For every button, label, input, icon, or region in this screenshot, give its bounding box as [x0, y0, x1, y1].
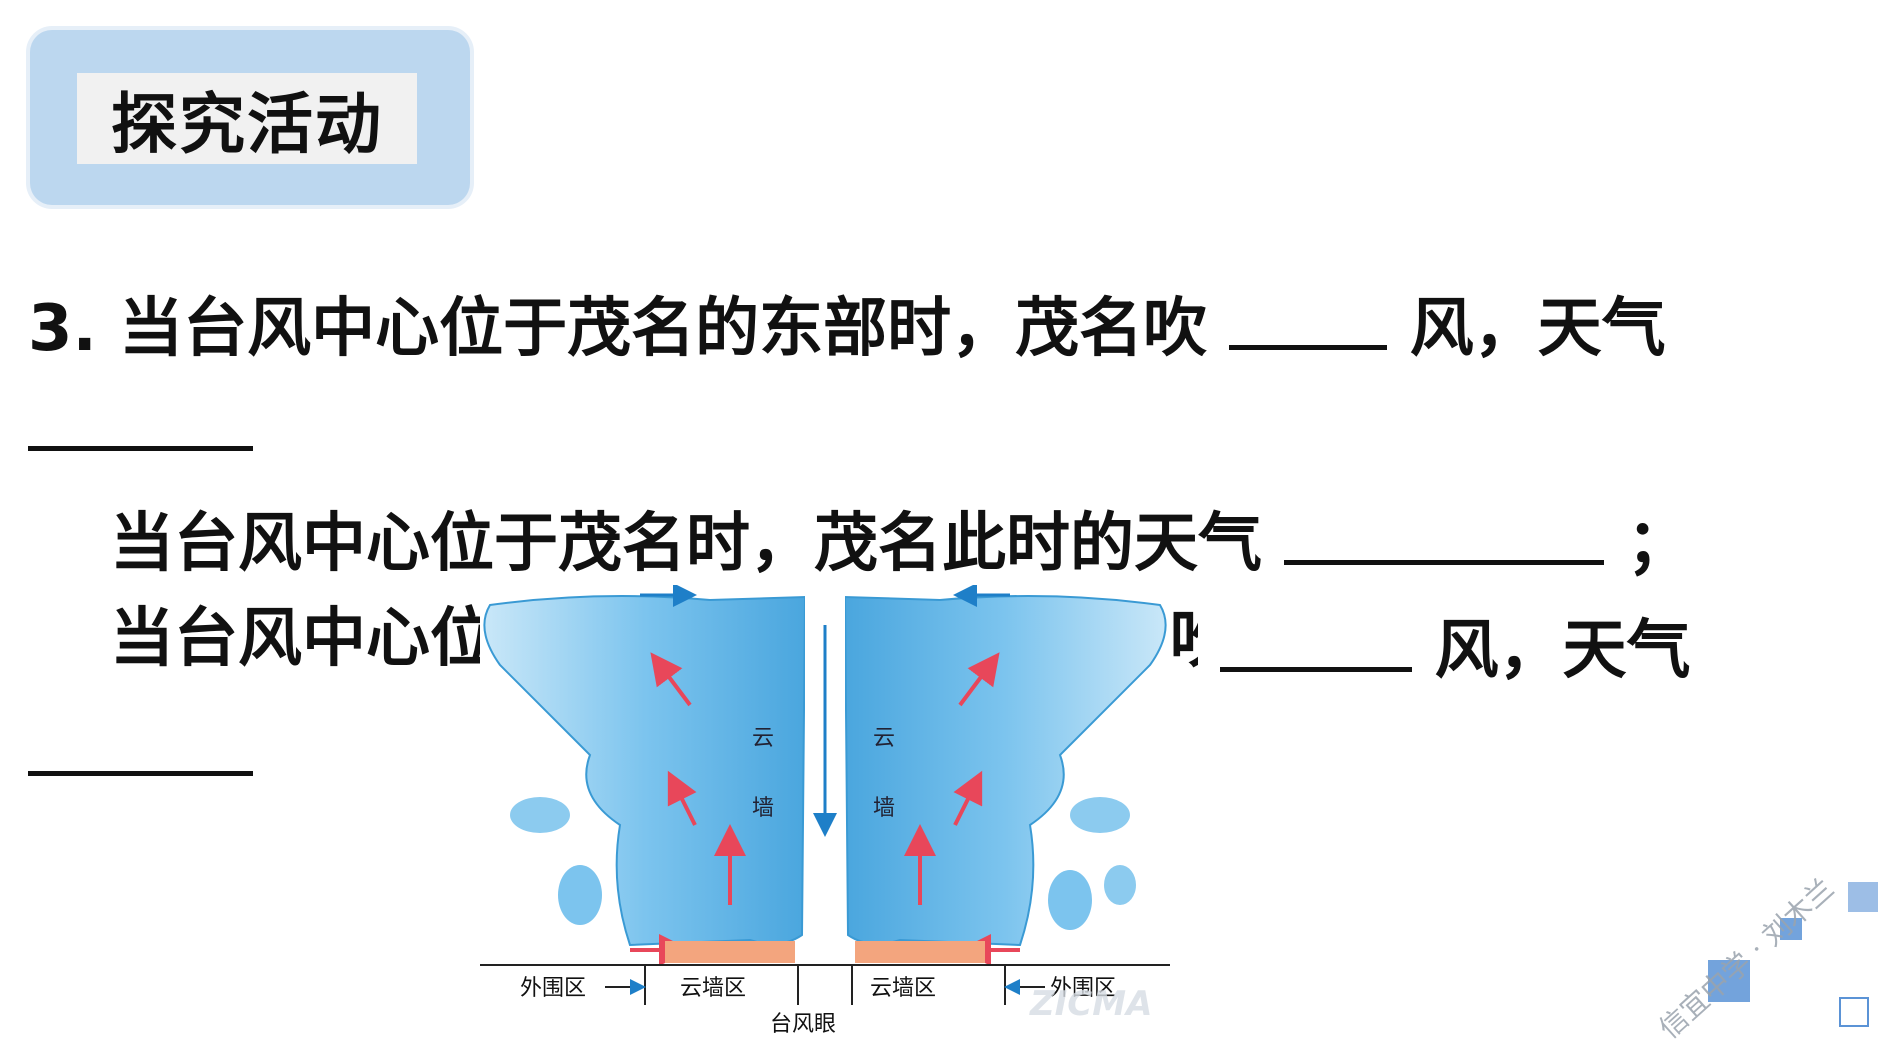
left-cloud-wall — [483, 595, 807, 947]
question-line-2-text: 当台风中心位于茂名时，茂名此时的天气 — [110, 507, 1262, 581]
base-strip-left — [665, 941, 795, 963]
question-line-3-partial: 吹 — [1170, 608, 1198, 672]
question-line-2-tail: ； — [1626, 507, 1691, 581]
answer-blank-4[interactable] — [1220, 607, 1413, 672]
typhoon-diagram: 云 墙 云 墙 外围区 云墙区 云墙区 外围区 台风眼 ZICMA — [480, 583, 1170, 1040]
answer-blank-3[interactable] — [1284, 500, 1605, 565]
watermark-square-small — [1780, 918, 1802, 940]
header-badge: 探究活动 — [30, 30, 470, 205]
zone-wall-left: 云墙区 — [680, 976, 746, 1001]
outer-cloud — [558, 865, 602, 925]
outer-cloud — [510, 797, 570, 833]
label-wall-left: 墙 — [752, 796, 774, 821]
outer-cloud — [1070, 797, 1130, 833]
page-title: 探究活动 — [111, 85, 383, 163]
question-line-1-text: 3. 当台风中心位于茂名的东部时，茂名吹 — [28, 292, 1208, 366]
question-line-3-right: 吹 风，天气 — [1170, 607, 1691, 683]
label-wall-right: 墙 — [873, 796, 895, 821]
answer-blank-1[interactable] — [1229, 285, 1388, 350]
question-line-1: 3. 当台风中心位于茂名的东部时，茂名吹 风，天气 — [28, 285, 1666, 361]
question-line-3: 当台风中心位 — [110, 607, 494, 671]
question-line-3-text: 当台风中心位 — [110, 602, 494, 676]
zone-outer-left: 外围区 — [520, 976, 586, 1001]
zone-eye: 台风眼 — [770, 1012, 836, 1037]
outer-cloud — [1048, 870, 1092, 930]
question-line-2: 当台风中心位于茂名时，茂名此时的天气 ； — [110, 500, 1691, 576]
zone-wall-right: 云墙区 — [870, 976, 936, 1001]
question-line-1-tail: 风，天气 — [1409, 292, 1666, 366]
outer-cloud — [1104, 865, 1136, 905]
zicma-stamp: ZICMA — [1029, 984, 1152, 1024]
watermark-square-outline — [1839, 997, 1869, 1027]
zone-outer-right: 外围区 — [1050, 976, 1116, 1001]
watermark-square-mid — [1848, 882, 1878, 912]
watermark: 信宜中学 · 刘木兰 — [1650, 820, 1903, 1046]
header-inner: 探究活动 — [77, 73, 417, 164]
base-strip-right — [855, 941, 985, 963]
label-cloud-left: 云 — [752, 726, 774, 751]
answer-blank-5[interactable] — [28, 771, 253, 776]
question-line-3-tail: 风，天气 — [1434, 614, 1691, 688]
watermark-text: 信宜中学 · 刘木兰 — [1653, 872, 1841, 1046]
label-cloud-right: 云 — [873, 726, 895, 751]
watermark-square-large — [1708, 960, 1750, 1002]
answer-blank-2[interactable] — [28, 446, 253, 451]
